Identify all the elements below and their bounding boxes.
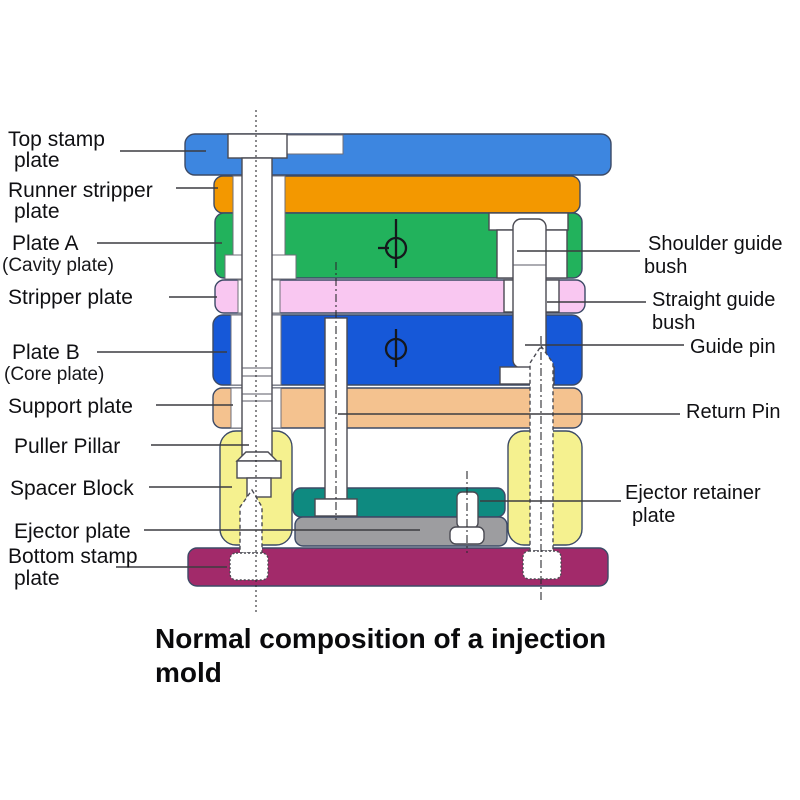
label-top-stamp-plate: plate bbox=[14, 149, 60, 172]
right-labels: Shoulder guide bush Straight guide bush … bbox=[625, 233, 783, 527]
label-straight-guide-bush: Straight guide bbox=[652, 289, 775, 311]
left-labels: Top stamp plate Runner stripper plate Pl… bbox=[2, 128, 153, 590]
label-top-stamp-plate: Top stamp bbox=[8, 128, 105, 151]
label-shoulder-guide-bush: Shoulder guide bbox=[648, 233, 783, 255]
diagram-title: Normal composition of a injection mold bbox=[155, 623, 606, 688]
label-ejector-retainer-plate: Ejector retainer bbox=[625, 482, 761, 504]
label-ejector-retainer-plate: plate bbox=[632, 505, 675, 527]
leader-lines bbox=[97, 150, 684, 568]
datum-symbols bbox=[378, 219, 408, 367]
label-stripper-plate: Stripper plate bbox=[8, 286, 133, 309]
sprue-bush-head bbox=[227, 133, 288, 159]
label-plate-b-sub: (Core plate) bbox=[4, 364, 104, 385]
label-straight-guide-bush: bush bbox=[652, 312, 695, 334]
label-guide-pin: Guide pin bbox=[690, 336, 776, 358]
label-spacer-block: Spacer Block bbox=[10, 477, 134, 500]
label-plate-b: Plate B bbox=[12, 341, 80, 364]
label-support-plate: Support plate bbox=[8, 395, 133, 418]
plate-b-core bbox=[212, 314, 583, 386]
centerlines bbox=[255, 110, 542, 612]
diagram-title-line2: mold bbox=[155, 657, 222, 688]
datum-target-symbol-cavity bbox=[378, 219, 408, 268]
support-plate bbox=[212, 387, 583, 429]
sprue-bush-body bbox=[241, 157, 273, 462]
label-bottom-stamp-plate: Bottom stamp bbox=[8, 545, 138, 568]
label-ejector-plate: Ejector plate bbox=[14, 520, 131, 543]
label-shoulder-guide-bush: bush bbox=[644, 256, 687, 278]
label-return-pin: Return Pin bbox=[686, 401, 781, 423]
diagram-title-line1: Normal composition of a injection bbox=[155, 623, 606, 654]
label-runner-stripper-plate: Runner stripper bbox=[8, 179, 153, 202]
label-runner-stripper-plate: plate bbox=[14, 200, 60, 223]
label-plate-a: Plate A bbox=[12, 232, 79, 255]
return-pin-foot bbox=[522, 550, 562, 580]
label-bottom-stamp-plate: plate bbox=[14, 567, 60, 590]
puller-pillar-head bbox=[236, 460, 282, 479]
locating-ring-recess bbox=[286, 134, 344, 155]
label-plate-a-sub: (Cavity plate) bbox=[2, 255, 114, 276]
datum-target-symbol-core bbox=[384, 329, 408, 367]
sprue-puller-foot bbox=[229, 552, 269, 581]
label-puller-pillar: Puller Pillar bbox=[14, 435, 120, 458]
